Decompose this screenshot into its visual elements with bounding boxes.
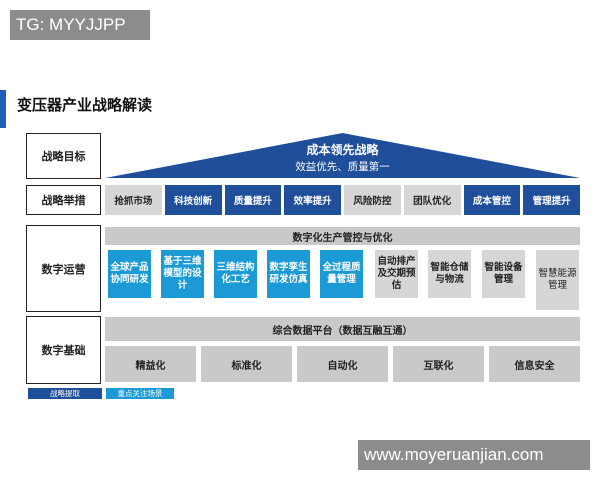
row-label-foundation: 数字基础: [26, 316, 101, 384]
foundation-box: 精益化: [105, 346, 196, 382]
row-label-goal: 战略目标: [26, 133, 101, 179]
measure-box: 风险防控: [344, 185, 401, 215]
platform-band: 综合数据平台（数据互融互通）: [105, 317, 580, 341]
measure-box: 团队优化: [403, 185, 461, 215]
measure-box: 质量提升: [224, 185, 282, 215]
operations-band: 数字化生产管控与优化: [105, 227, 580, 245]
measure-box: 成本管控: [463, 185, 521, 215]
measures-row: 抢抓市场 科技创新 质量提升 效率提升 风险防控 团队优化 成本管控 管理提升: [105, 185, 580, 215]
measure-box: 科技创新: [164, 185, 222, 215]
legend-focus: 重点关注场景: [106, 388, 174, 399]
foundation-box: 互联化: [393, 346, 484, 382]
measure-box: 效率提升: [284, 185, 341, 215]
legend-strategy: 战略提取: [28, 388, 102, 399]
goal-title: 成本领先战略: [306, 143, 379, 157]
goal-subtitle: 效益优先、质量第一: [295, 161, 390, 173]
applications-row: 全球产品协同研发 基于三维模型的设计 三维结构化工艺 数字孪生研发仿真 全过程质…: [105, 250, 580, 310]
watermark: www.moyeruanjian.com: [358, 440, 590, 470]
application-box: 全过程质量管理: [320, 250, 363, 298]
page-title: 变压器产业战略解读: [17, 96, 153, 114]
application-box: 智能仓储与物流: [428, 250, 471, 298]
application-box: 数字孪生研发仿真: [267, 250, 310, 298]
measure-box: 管理提升: [523, 185, 580, 215]
application-box: 三维结构化工艺: [214, 250, 257, 298]
foundation-box: 标准化: [201, 346, 292, 382]
title-accent-bar: [0, 90, 6, 128]
foundation-box: 信息安全: [489, 346, 580, 382]
row-label-measures: 战略举措: [26, 185, 101, 215]
application-box: 基于三维模型的设计: [161, 250, 204, 298]
measure-box: 抢抓市场: [105, 185, 162, 215]
application-box: 自动排产及交期预估: [375, 250, 418, 298]
application-box: 智慧能源管理: [536, 250, 579, 310]
foundation-box: 自动化: [297, 346, 388, 382]
channel-tag: TG: MYYJJPP: [10, 10, 150, 40]
strategy-roof: [105, 133, 580, 178]
application-box: 全球产品协同研发: [108, 250, 151, 298]
row-label-operations: 数字运营: [26, 225, 101, 312]
foundations-row: 精益化 标准化 自动化 互联化 信息安全: [105, 346, 580, 382]
application-box: 智能设备管理: [482, 250, 525, 298]
